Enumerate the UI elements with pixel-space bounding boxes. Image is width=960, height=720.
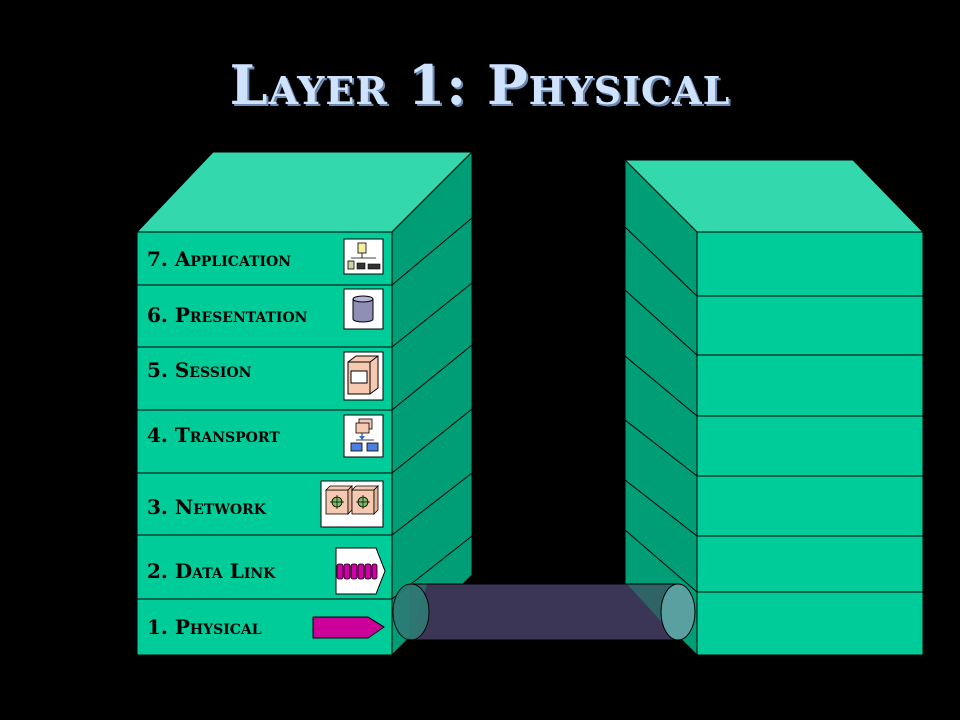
left-stack: 7. Application 6. Presentation 5. Sessio… xyxy=(135,150,474,657)
computer-box-icon xyxy=(343,351,384,401)
layer-label-network: 3. Network xyxy=(147,495,267,519)
right-layer-5[interactable] xyxy=(696,354,924,417)
layer-label-session: 5. Session xyxy=(147,358,252,382)
right-layer-4[interactable] xyxy=(696,415,924,477)
layer-label-application: 7. Application xyxy=(147,247,291,271)
layer-label-transport: 4. Transport xyxy=(147,423,280,447)
layer-label-data-link: 2. Data Link xyxy=(147,559,276,583)
right-layer-7[interactable] xyxy=(696,231,924,297)
database-icon xyxy=(343,288,384,330)
application-icon xyxy=(343,238,384,275)
page-title: Layer 1: Physical xyxy=(229,53,731,117)
cable-cylinder-icon xyxy=(392,583,696,641)
right-layer-1[interactable] xyxy=(696,591,924,656)
right-layer-2[interactable] xyxy=(696,535,924,593)
right-layer-6[interactable] xyxy=(696,295,924,356)
layer-label-presentation: 6. Presentation xyxy=(147,303,308,327)
right-stack xyxy=(623,158,925,657)
frame-icon xyxy=(335,547,386,595)
layer-label-physical: 1. Physical xyxy=(147,615,262,639)
right-side-separators xyxy=(624,226,698,593)
network-tree-icon xyxy=(343,414,384,458)
layer-row-physical[interactable]: 1. Physical xyxy=(136,598,393,656)
bit-arrow-icon xyxy=(312,616,385,639)
right-layer-3[interactable] xyxy=(696,475,924,537)
router-icon xyxy=(320,480,384,528)
